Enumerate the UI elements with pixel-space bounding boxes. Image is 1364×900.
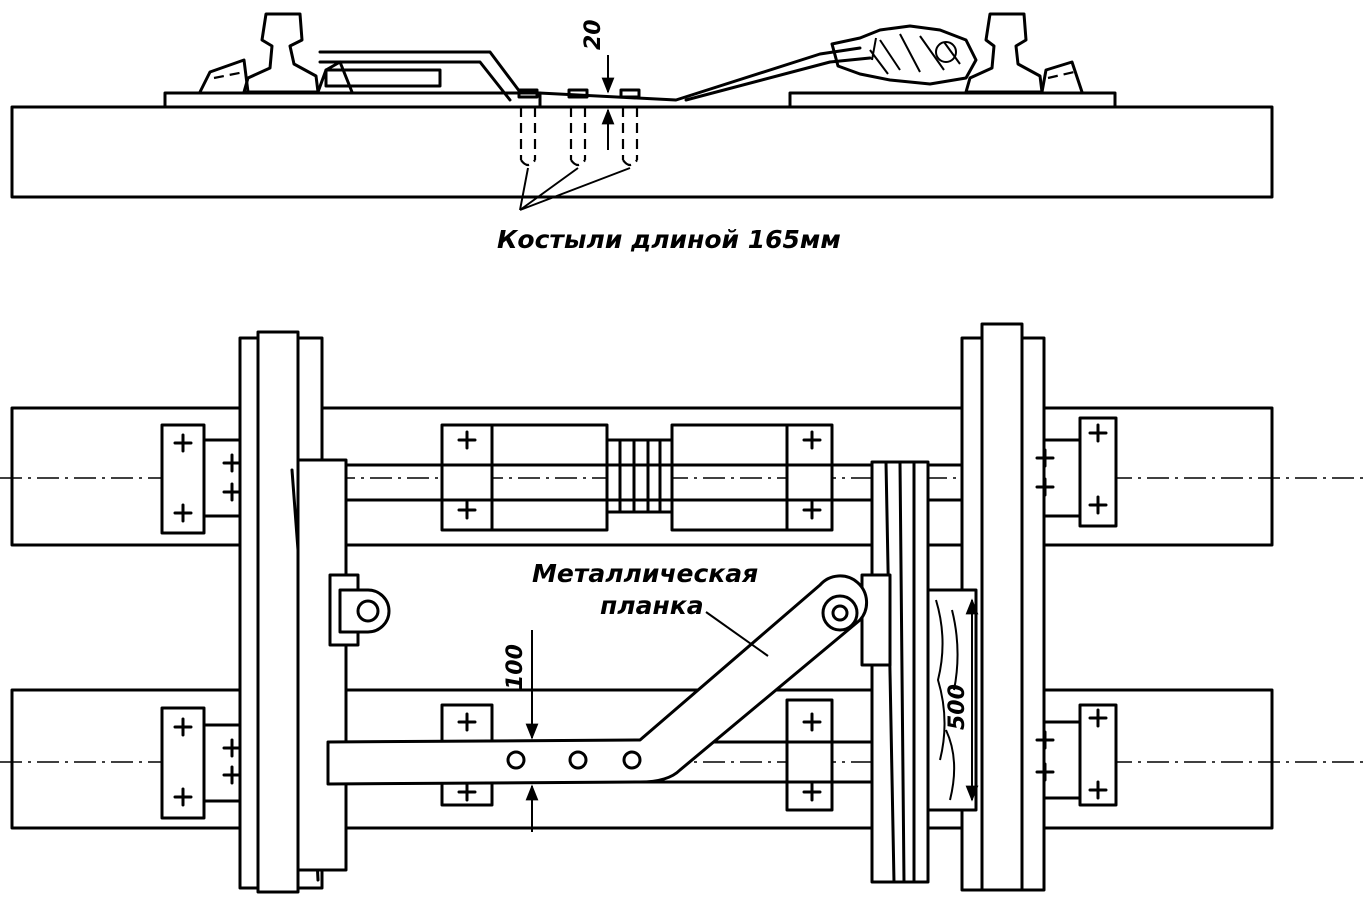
right-guard-lines <box>884 460 916 884</box>
wood-grain <box>935 599 959 801</box>
fastener-cross-11 <box>1088 423 1108 443</box>
spike-1 <box>519 107 537 167</box>
plate-hole-3 <box>622 750 642 770</box>
left-hinge-pin <box>356 599 380 623</box>
fastener-cross-2 <box>173 503 193 523</box>
rail-clip-left <box>198 58 250 94</box>
wood-block-knot <box>935 41 957 63</box>
spike-head-3 <box>619 88 641 99</box>
spike-head-2 <box>567 88 589 99</box>
fastener-cross-8 <box>802 500 822 520</box>
fastener-cross-3 <box>222 453 242 473</box>
plate-caption-line1: Металлическая <box>532 559 758 588</box>
sleeper-bottom <box>10 688 1274 830</box>
baseplate-right <box>788 91 1117 109</box>
sleeper-side <box>10 105 1274 199</box>
fastener-cross-1 <box>173 433 193 453</box>
fastener-cross-4 <box>222 482 242 502</box>
left-guard <box>296 458 348 872</box>
dim-100-label: 100 <box>503 644 528 690</box>
side-elevation-view: 20 Костыли длиной 165мм <box>10 12 1274 254</box>
sleeper-top <box>10 406 1274 547</box>
fastener-cross-22 <box>1035 762 1055 782</box>
fastener-marks <box>173 423 1108 807</box>
fastener-cross-14 <box>173 787 193 807</box>
fastener-cross-21 <box>1035 730 1055 750</box>
spike-leader <box>519 167 631 211</box>
plate-hole-1 <box>506 750 526 770</box>
plate-hinge-outer <box>821 594 859 632</box>
left-rail-head <box>256 330 300 894</box>
plate-hole-2 <box>568 750 588 770</box>
fastener-cross-17 <box>457 712 477 732</box>
rail-right-profile <box>964 12 1044 94</box>
fastener-cross-16 <box>222 765 242 785</box>
plate-block-left <box>324 68 442 88</box>
rail-clip-right <box>1040 60 1084 94</box>
fastener-cross-13 <box>173 717 193 737</box>
fastener-cross-7 <box>802 430 822 450</box>
wood-block-hatch <box>869 33 961 75</box>
right-rail-head <box>980 322 1024 892</box>
rail-left-profile <box>242 12 320 94</box>
fastener-cross-15 <box>222 738 242 758</box>
baseplate-left <box>163 91 542 109</box>
left-hinge-lug <box>338 588 391 634</box>
fastener-cross-12 <box>1088 495 1108 515</box>
fastener-cross-18 <box>457 782 477 802</box>
fastener-cross-20 <box>802 782 822 802</box>
rail-clip-right-inner <box>1047 70 1075 80</box>
spike-3 <box>621 107 639 167</box>
spike-head-1 <box>517 88 539 99</box>
plan-view: Металлическая планка 100 500 <box>0 322 1364 894</box>
rail-clip-left-b <box>316 60 354 94</box>
spike-2 <box>569 107 587 167</box>
metal-plate-side <box>318 46 872 102</box>
plate-leader <box>705 611 769 657</box>
plate-hinge-inner <box>831 604 849 622</box>
fastener-cross-9 <box>1035 448 1055 468</box>
dim-20-label: 20 <box>581 19 606 50</box>
right-hinge-bracket <box>860 573 892 667</box>
fastener-cross-24 <box>1088 780 1108 800</box>
metal-plate <box>326 574 869 786</box>
spikes-caption: Костыли длиной 165мм <box>497 225 841 254</box>
plate-caption-line2: планка <box>600 591 704 620</box>
dim-500-label: 500 <box>945 684 970 730</box>
rail-clip-left-inner <box>213 70 245 80</box>
rail-joint-lines <box>618 438 662 514</box>
baseplate-top-mid-right <box>785 423 834 532</box>
fastener-cross-19 <box>802 712 822 732</box>
wood-block-right <box>830 24 978 86</box>
fastener-cross-10 <box>1035 477 1055 497</box>
fastener-cross-6 <box>457 500 477 520</box>
fastener-cross-5 <box>457 430 477 450</box>
fastener-cross-23 <box>1088 708 1108 728</box>
